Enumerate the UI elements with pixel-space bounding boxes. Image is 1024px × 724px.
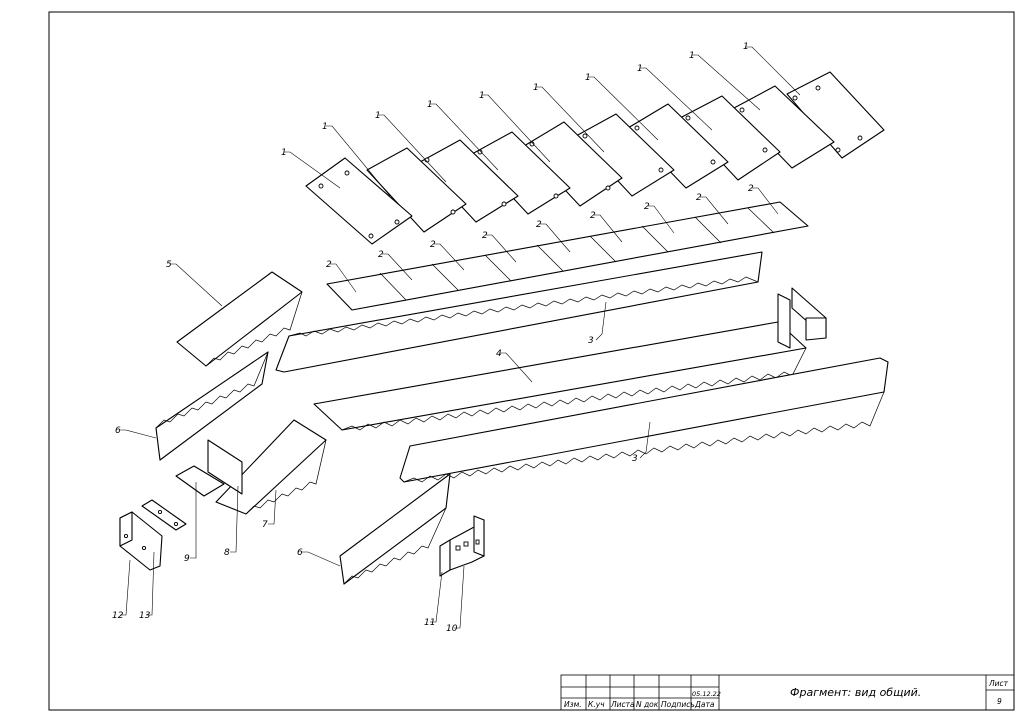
drawing-title: Фрагмент: вид общий. — [790, 686, 921, 699]
sheet-number: 9 — [997, 697, 1002, 706]
bracket-flange — [119, 511, 133, 547]
panel-part-3-upper — [275, 251, 763, 373]
bolt-hole — [710, 159, 716, 165]
bolt-hole — [815, 85, 821, 91]
bolt-hole — [553, 193, 559, 199]
header-kuch: К.уч — [588, 700, 605, 709]
callout-2: 2 — [378, 250, 384, 260]
header-izm: Изм. — [564, 700, 582, 709]
bolt-hole — [857, 135, 863, 141]
bolt-hole — [685, 115, 691, 121]
title-block: Изм. К.уч Листа N док Подпись Дата 05.12… — [560, 674, 1015, 711]
bolt-hole — [318, 183, 324, 189]
bolt-hole — [477, 149, 483, 155]
callout-2: 2 — [326, 260, 332, 270]
header-data: Дата — [694, 700, 715, 709]
callout-12: 12 — [112, 611, 124, 621]
callout-2: 2 — [748, 184, 754, 194]
bolt-hole — [835, 147, 841, 153]
callout-1: 1 — [585, 73, 591, 83]
drawing-frame — [48, 11, 1015, 711]
bolt-hole — [658, 167, 664, 173]
callout-8: 8 — [224, 548, 230, 558]
callout-6: 6 — [115, 426, 121, 436]
side-plate-part-6-lower — [339, 473, 451, 585]
callout-10: 10 — [446, 624, 458, 634]
callout-1: 1 — [479, 91, 485, 101]
callout-4: 4 — [496, 349, 502, 359]
date-value: 05.12.22 — [692, 690, 721, 698]
callout-2: 2 — [536, 220, 542, 230]
callout-1: 1 — [689, 51, 695, 61]
callout-1: 1 — [322, 122, 328, 132]
header-lista: Листа — [610, 700, 635, 709]
callout-2: 2 — [482, 231, 488, 241]
callout-5: 5 — [166, 260, 172, 270]
plate-1 — [305, 157, 413, 245]
callout-1: 1 — [281, 148, 287, 158]
bracket-parts-12-13 — [119, 499, 187, 571]
callout-9: 9 — [184, 554, 190, 564]
bolt-hole — [582, 133, 588, 139]
bolt-hole — [792, 95, 798, 101]
end-plate — [805, 317, 827, 341]
callout-13: 13 — [139, 611, 151, 621]
plates-part-1 — [305, 71, 885, 245]
bolt-hole — [605, 185, 611, 191]
callout-2: 2 — [644, 202, 650, 212]
bracket-parts-10-11 — [439, 515, 485, 577]
bolt-hole — [739, 107, 745, 113]
bracket-flange — [473, 515, 485, 557]
sheet-label: Лист — [988, 679, 1009, 688]
bolt-hole — [394, 219, 400, 225]
callout-11: 11 — [424, 618, 435, 628]
callout-3: 3 — [632, 454, 638, 464]
callout-1: 1 — [533, 83, 539, 93]
bolt-hole — [450, 209, 456, 215]
header-ndok: N док — [636, 700, 659, 709]
callout-2: 2 — [430, 240, 436, 250]
bracket-part-8 — [207, 439, 243, 495]
callout-1: 1 — [427, 100, 433, 110]
callout-7: 7 — [262, 520, 268, 530]
side-plate-part-6-upper — [155, 351, 269, 461]
callout-1: 1 — [375, 111, 381, 121]
end-plate — [777, 293, 791, 349]
bolt-hole — [501, 201, 507, 207]
callout-1: 1 — [637, 64, 643, 74]
leader-lines — [120, 46, 801, 629]
bolt-hole — [344, 170, 350, 176]
strip-part-2 — [326, 201, 809, 311]
plate-2-strip — [326, 201, 809, 311]
callout-2: 2 — [590, 211, 596, 221]
bracket-part-11 — [439, 539, 451, 577]
bolt-hole — [424, 157, 430, 163]
bolt-hole — [529, 141, 535, 147]
callout-6: 6 — [297, 548, 303, 558]
callout-1: 1 — [743, 42, 749, 52]
callout-2: 2 — [696, 193, 702, 203]
bolt-hole — [762, 147, 768, 153]
header-podpis: Подпись — [661, 700, 695, 709]
callout-labels: 1 1 1 1 1 1 1 1 1 1 2 2 2 2 2 2 2 2 2 5 … — [112, 42, 754, 634]
bolt-hole — [368, 233, 374, 239]
callout-3: 3 — [588, 336, 594, 346]
plate-part-9 — [175, 465, 225, 497]
bolt-hole — [634, 125, 640, 131]
